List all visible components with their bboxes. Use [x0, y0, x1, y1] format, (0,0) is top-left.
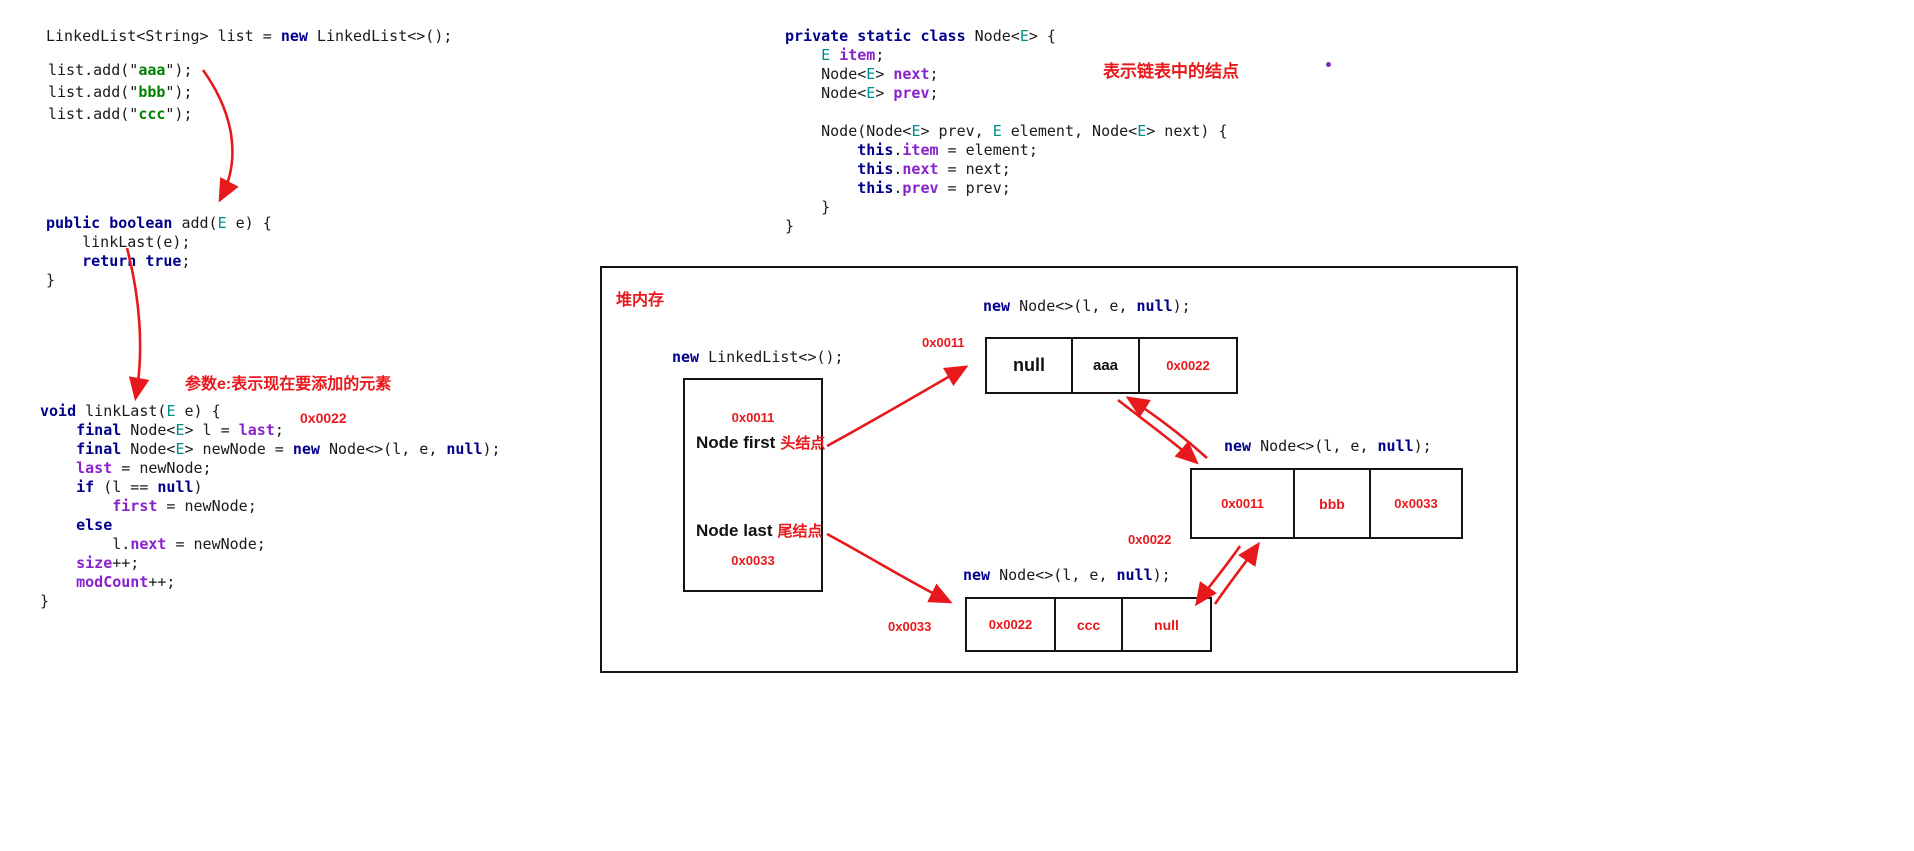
- node-ccc-new-label: new Node<>(l, e, null);: [963, 566, 1171, 585]
- code-line: linkLast(e);: [46, 233, 191, 251]
- node-aaa-next-cell: 0x0022: [1166, 358, 1210, 373]
- node-box-bbb: 0x0011 bbb 0x0033: [1190, 468, 1463, 539]
- code-line: first = newNode;: [112, 497, 257, 515]
- code-line: E item;: [821, 46, 885, 64]
- code-line: new Node<>(l, e, null);: [983, 297, 1191, 315]
- code-line: return true;: [82, 252, 191, 270]
- code-line: private static class Node<E> {: [785, 27, 1056, 45]
- linkedlist-new-label: new LinkedList<>();: [672, 348, 844, 367]
- tail-node-note: 尾结点: [777, 523, 823, 540]
- node-bbb-address: 0x0022: [1128, 532, 1172, 547]
- code-line: final Node<E> l = last;: [76, 421, 284, 439]
- code-line: Node<E> prev;: [785, 84, 939, 102]
- code-line: }: [785, 217, 795, 235]
- code-add-method: public boolean add(E e) { linkLast(e); r…: [46, 214, 272, 290]
- first-pointer-address: 0x0011: [731, 410, 775, 425]
- node-aaa-prev-cell: null: [987, 339, 1073, 392]
- node-bbb-new-label: new Node<>(l, e, null);: [1224, 437, 1432, 456]
- address-annotation-0x0022: 0x0022: [300, 410, 347, 426]
- node-box-aaa: null aaa 0x0022: [985, 337, 1238, 394]
- arrow-addcall-to-add-method: [201, 69, 239, 203]
- node-class-annotation: 表示链表中的结点: [1103, 62, 1239, 81]
- node-box-ccc: 0x0022 ccc null: [965, 597, 1212, 652]
- code-line: new Node<>(l, e, null);: [963, 566, 1171, 584]
- code-line: list.add("aaa");: [48, 61, 193, 79]
- code-line: }: [46, 271, 56, 289]
- code-list-declaration: LinkedList<String> list = new LinkedList…: [46, 27, 452, 46]
- node-aaa-item-cell: aaa: [1073, 339, 1140, 392]
- code-line: list.add("bbb");: [48, 83, 193, 101]
- code-line: Node(Node<E> prev, E element, Node<E> ne…: [785, 122, 1228, 140]
- code-line: else: [76, 516, 113, 534]
- head-node-note: 头结点: [780, 435, 826, 452]
- code-line: new LinkedList<>();: [672, 348, 844, 366]
- heap-memory-box: 堆内存: [600, 266, 1518, 673]
- node-first-label: Node first: [696, 433, 776, 452]
- code-line: this.item = element;: [857, 141, 1038, 159]
- code-line: size++;: [76, 554, 140, 572]
- code-line: list.add("ccc");: [48, 105, 193, 123]
- node-last-label: Node last: [696, 521, 773, 540]
- node-aaa-address: 0x0011: [922, 335, 965, 350]
- node-ccc-next-cell: null: [1154, 616, 1179, 633]
- code-line: Node<E> next;: [785, 65, 939, 83]
- code-line: modCount++;: [76, 573, 176, 591]
- heap-title: 堆内存: [616, 292, 665, 309]
- code-line: void linkLast(E e) {: [40, 402, 221, 420]
- code-line: }: [40, 592, 50, 610]
- code-node-class: private static class Node<E> { E item; N…: [785, 27, 1228, 236]
- last-pointer-address: 0x0033: [731, 553, 775, 568]
- code-line: LinkedList<String> list = new LinkedList…: [46, 27, 453, 45]
- code-line: l.next = newNode;: [40, 535, 266, 553]
- code-line: public boolean add(E e) {: [46, 214, 272, 232]
- code-add-calls: list.add("aaa"); list.add("bbb"); list.add…: [48, 59, 193, 125]
- node-ccc-address: 0x0033: [888, 619, 932, 634]
- node-ccc-item-cell: ccc: [1056, 599, 1123, 650]
- node-bbb-next-cell: 0x0033: [1394, 496, 1438, 511]
- node-bbb-prev-cell: 0x0011: [1192, 470, 1295, 537]
- code-line: final Node<E> newNode = new Node<>(l, e,…: [76, 440, 501, 458]
- code-line: this.next = next;: [857, 160, 1011, 178]
- param-annotation: 参数e:表示现在要添加的元素: [185, 376, 392, 393]
- code-line: new Node<>(l, e, null);: [1224, 437, 1432, 455]
- node-ccc-prev-cell: 0x0022: [967, 599, 1056, 650]
- node-aaa-new-label: new Node<>(l, e, null);: [983, 297, 1191, 316]
- node-bbb-item-cell: bbb: [1295, 470, 1371, 537]
- code-line: last = newNode;: [76, 459, 212, 477]
- code-linklast-method: void linkLast(E e) { final Node<E> l = l…: [40, 402, 501, 611]
- code-line: }: [785, 198, 831, 216]
- code-line: this.prev = prev;: [857, 179, 1011, 197]
- code-line: if (l == null): [76, 478, 203, 496]
- code-line: [785, 103, 1228, 122]
- stray-dot: [1326, 62, 1331, 67]
